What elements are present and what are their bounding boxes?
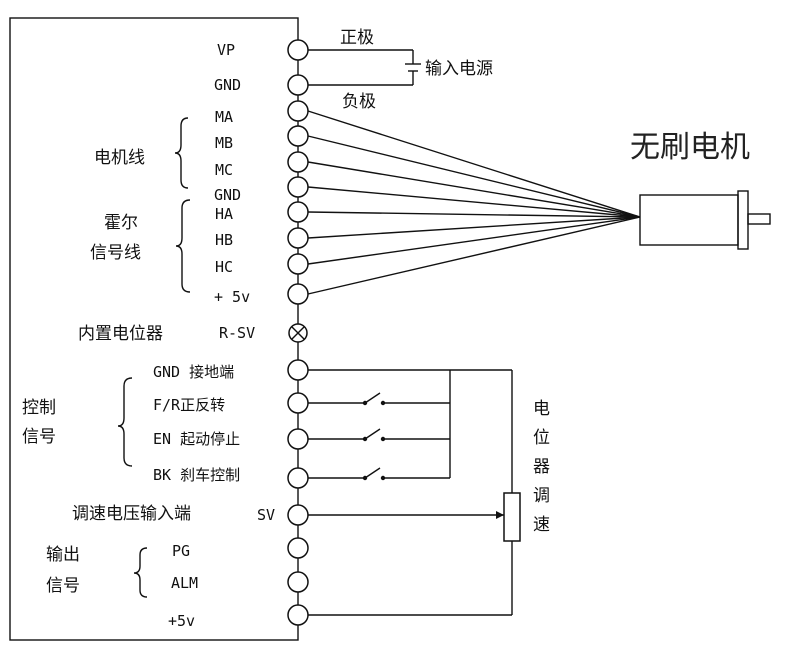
group-label-output-1: 输出 xyxy=(46,545,80,565)
terminal-label-bk: BK 刹车控制 xyxy=(153,466,240,484)
svg-text:速: 速 xyxy=(533,515,550,535)
terminal-label-en: EN 起动停止 xyxy=(153,430,240,448)
motor-body xyxy=(639,194,739,246)
svg-text:器: 器 xyxy=(533,457,550,477)
potentiometer xyxy=(503,492,521,542)
terminal-label-fr: F/R正反转 xyxy=(153,396,225,414)
terminal-label-mc: MC xyxy=(215,161,233,179)
group-label-internal-pot: 内置电位器 xyxy=(78,324,163,344)
brace-control xyxy=(117,377,133,467)
terminal-label-hc: HC xyxy=(215,258,233,276)
terminal-ctrl-gnd xyxy=(287,359,309,381)
terminal-label-sv: SV xyxy=(257,506,275,524)
group-label-speed-input: 调速电压输入端 xyxy=(72,504,191,524)
terminal-ha xyxy=(287,201,309,223)
terminal-en xyxy=(287,428,309,450)
terminal-label-alm: ALM xyxy=(171,574,198,592)
terminal-label-rsv: R-SV xyxy=(219,324,255,342)
svg-text:调: 调 xyxy=(533,486,550,506)
terminal-hc xyxy=(287,253,309,275)
motor-wire-bundle xyxy=(307,110,641,295)
group-label-motor-wire: 电机线 xyxy=(94,148,145,168)
control-wiring xyxy=(308,369,513,493)
terminal-label-ha: HA xyxy=(215,205,233,223)
group-label-hall-1: 霍尔 xyxy=(104,213,138,233)
terminal-label-mb: MB xyxy=(215,134,233,152)
terminal-label-hall-gnd: GND xyxy=(214,186,241,204)
terminal-label-vp: VP xyxy=(217,41,235,59)
terminal-label-pg: PG xyxy=(172,542,190,560)
terminal-gnd xyxy=(287,74,309,96)
brace-motor-wire xyxy=(174,117,189,189)
brace-hall xyxy=(175,199,191,293)
terminal-strip xyxy=(287,39,309,626)
power-negative-label: 负极 xyxy=(342,92,376,112)
terminal-bk xyxy=(287,467,309,489)
terminal-label-hb: HB xyxy=(215,231,233,249)
terminal-5v xyxy=(287,283,309,305)
terminal-alm xyxy=(287,571,309,593)
group-label-output-2: 信号 xyxy=(46,576,80,596)
terminal-label-5v: + 5v xyxy=(214,288,250,306)
terminal-out-5v xyxy=(287,604,309,626)
terminal-label-ma: MA xyxy=(215,108,233,126)
terminal-mc xyxy=(287,151,309,173)
motor-title: 无刷电机 xyxy=(630,130,750,165)
potentiometer-label: 电 位 器 调 速 xyxy=(533,399,550,535)
power-positive-label: 正极 xyxy=(340,28,374,48)
terminal-pg xyxy=(287,537,309,559)
group-label-control-1: 控制 xyxy=(22,398,56,418)
brace-output xyxy=(133,547,148,598)
terminal-ma xyxy=(287,100,309,122)
group-label-control-2: 信号 xyxy=(22,427,56,447)
motor-flange xyxy=(737,190,749,250)
svg-text:位: 位 xyxy=(533,428,550,448)
terminal-sv xyxy=(287,504,309,526)
power-input-label: 输入电源 xyxy=(425,59,493,79)
terminal-mb xyxy=(287,125,309,147)
terminal-label-out-5v: +5v xyxy=(168,612,195,630)
svg-text:电: 电 xyxy=(533,399,550,419)
terminal-hall-gnd xyxy=(287,176,309,198)
group-label-hall-2: 信号线 xyxy=(90,243,141,263)
terminal-label-gnd: GND xyxy=(214,76,241,94)
terminal-label-ctrl-gnd: GND 接地端 xyxy=(153,363,234,381)
terminal-vp xyxy=(287,39,309,61)
motor-shaft xyxy=(747,213,771,225)
terminal-hb xyxy=(287,227,309,249)
terminal-rsv xyxy=(288,323,308,343)
terminal-fr xyxy=(287,392,309,414)
